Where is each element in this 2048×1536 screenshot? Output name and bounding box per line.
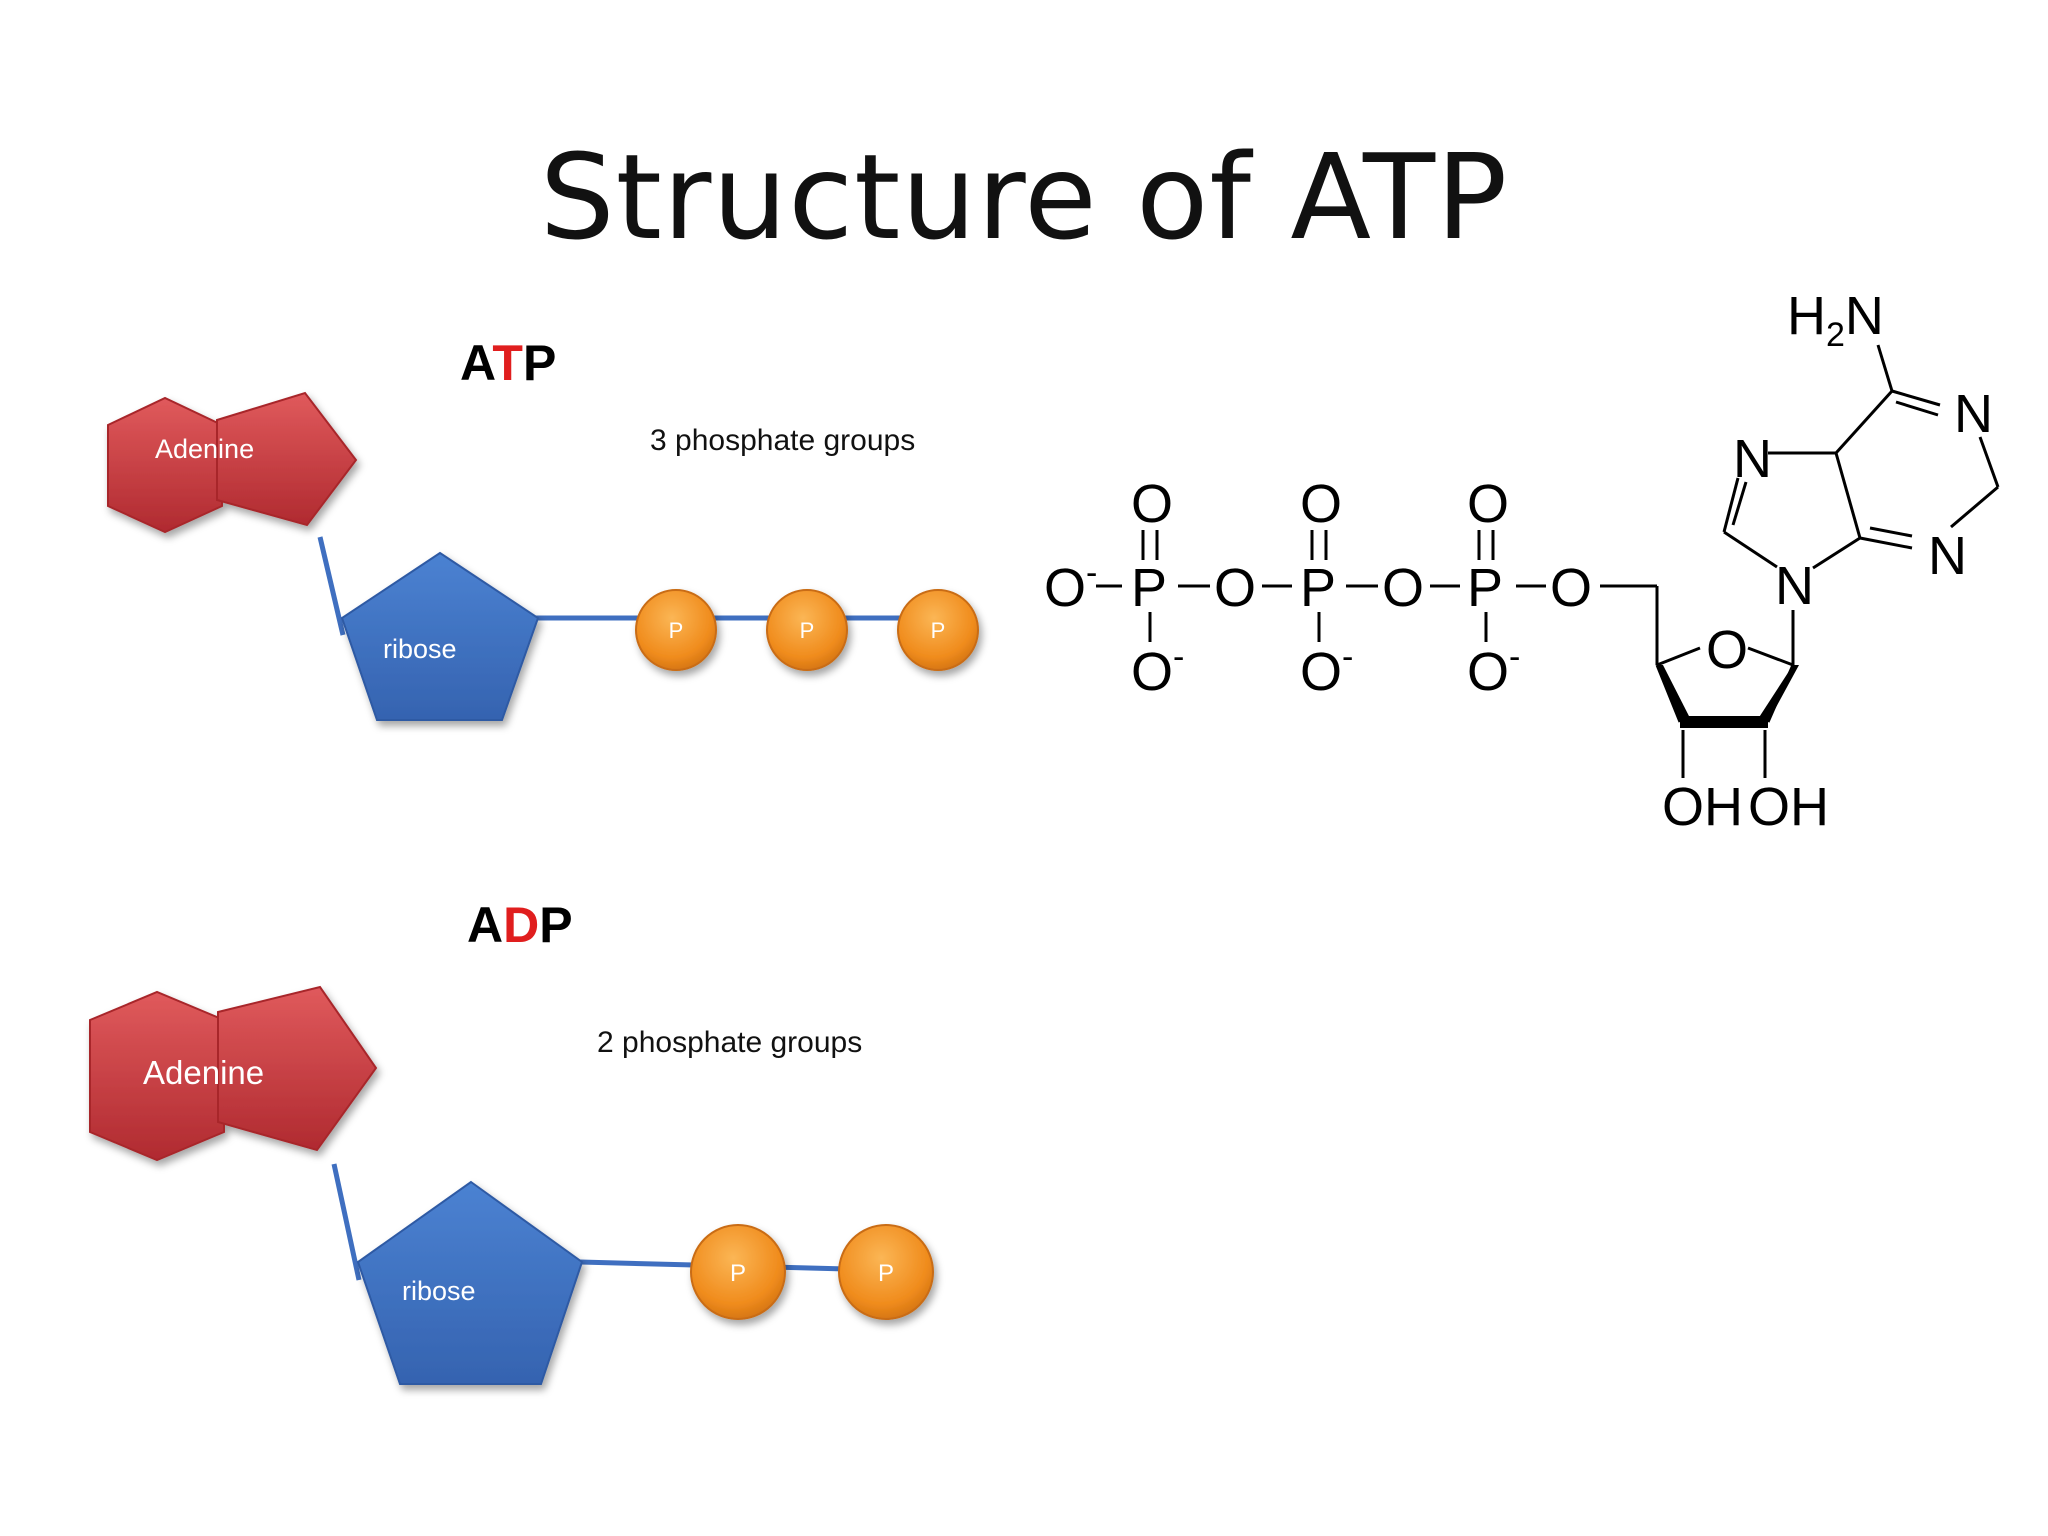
formula-p-1: P (1131, 558, 1167, 618)
adp-ribose-label: ribose (402, 1276, 476, 1306)
adp-phosphate-1: P (690, 1224, 786, 1320)
atp-ribose-label: ribose (383, 634, 457, 664)
adp-caption: 2 phosphate groups (597, 1026, 862, 1059)
adp-adenine-shape (89, 985, 378, 1162)
adp-adenine-label: Adenine (143, 1054, 264, 1091)
slide-title: Structure of ATP (539, 128, 1509, 266)
formula-p-2: P (1300, 558, 1336, 618)
formula-amine: H2N (1787, 286, 1884, 354)
atp-caption: 3 phosphate groups (650, 424, 915, 457)
formula-ring-o: O (1706, 620, 1748, 680)
svg-text:P: P (931, 618, 946, 643)
adp-adenine-ribose-bond (331, 1163, 362, 1281)
atp-phosphate-1: P (635, 589, 717, 671)
formula-bottom-o-2: O- (1300, 638, 1353, 702)
formula-top-o-2: O (1300, 474, 1342, 534)
formula-bridge-o-3: O (1550, 558, 1592, 618)
formula-o-minus: O- (1044, 554, 1097, 618)
atp-phosphate-2: P (766, 589, 848, 671)
atp-schematic: ATP 3 phosphate groups Adenine ribose P … (107, 335, 979, 721)
atp-phosphate-3: P (897, 589, 979, 671)
atp-structural-formula (1096, 344, 2000, 778)
formula-n9: N (1775, 556, 1814, 616)
formula-bottom-o-3: O- (1467, 638, 1520, 702)
adp-ribose-shape (356, 1180, 584, 1385)
atp-ribose-shape (340, 551, 540, 721)
adp-schematic: ADP 2 phosphate groups Adenine ribose P … (89, 897, 934, 1385)
formula-bridge-o-2: O (1382, 558, 1424, 618)
atp-formula-labels: O- P O P O P O O O O O- O- O- O OH OH N … (1044, 286, 1993, 837)
adp-heading: ADP (467, 897, 573, 953)
formula-n7: N (1733, 429, 1772, 489)
formula-top-o-1: O (1131, 474, 1173, 534)
atp-heading: ATP (460, 335, 556, 391)
formula-n1: N (1954, 384, 1993, 444)
svg-text:P: P (800, 618, 815, 643)
formula-n3: N (1928, 526, 1967, 586)
formula-bottom-o-1: O- (1131, 638, 1184, 702)
formula-oh-2: OH (1748, 777, 1829, 837)
svg-text:P: P (730, 1260, 746, 1287)
formula-bridge-o-1: O (1214, 558, 1256, 618)
svg-text:P: P (669, 618, 684, 643)
atp-adenine-ribose-bond (317, 536, 346, 636)
svg-text:P: P (878, 1260, 894, 1287)
formula-p-3: P (1467, 558, 1503, 618)
formula-oh-1: OH (1662, 777, 1743, 837)
atp-adenine-shape (107, 391, 358, 534)
atp-adenine-label: Adenine (155, 434, 254, 464)
adp-phosphate-2: P (838, 1224, 934, 1320)
formula-top-o-3: O (1467, 474, 1509, 534)
